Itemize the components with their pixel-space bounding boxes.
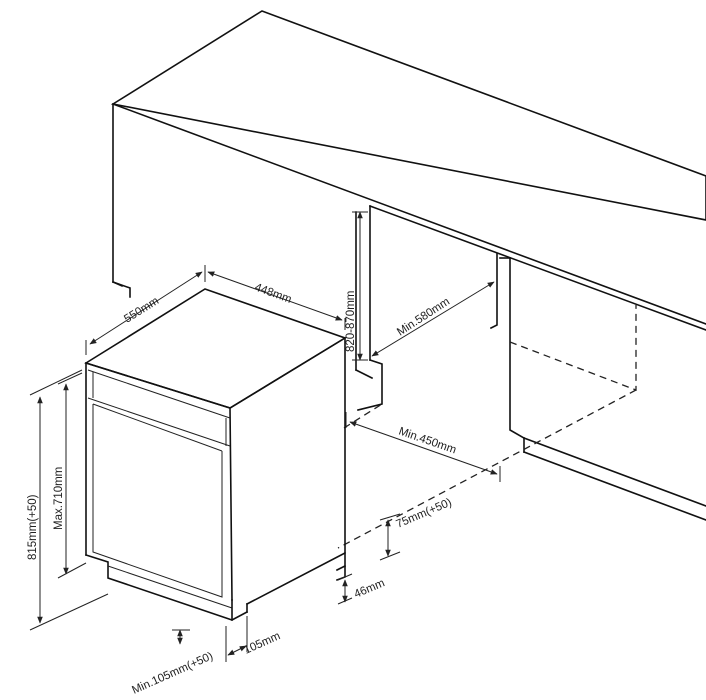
label-min-450: Min.450mm [397, 425, 458, 456]
dimension-lines [29, 211, 501, 662]
label-depth-550: 550mm [122, 295, 161, 326]
niche-floor-outline [337, 305, 637, 549]
label-total-815: 815mm(+50) [27, 494, 39, 560]
label-max-710: Max.710mm [53, 467, 65, 530]
label-height-820-870: 820-870mm [345, 291, 357, 352]
dimension-labels: 550mm 448mm 820-870mm Min.580mm Min.450m… [27, 282, 458, 697]
dishwasher [84, 288, 347, 621]
label-width-448: 448mm [253, 282, 293, 306]
label-plinth-105: 105mm [242, 630, 282, 657]
label-plinth-min-105: Min.105mm(+50) [130, 650, 215, 697]
label-min-580: Min.580mm [395, 296, 452, 339]
label-leg-46: 46mm [352, 577, 386, 601]
label-leg-75: 75mm(+50) [394, 497, 453, 531]
